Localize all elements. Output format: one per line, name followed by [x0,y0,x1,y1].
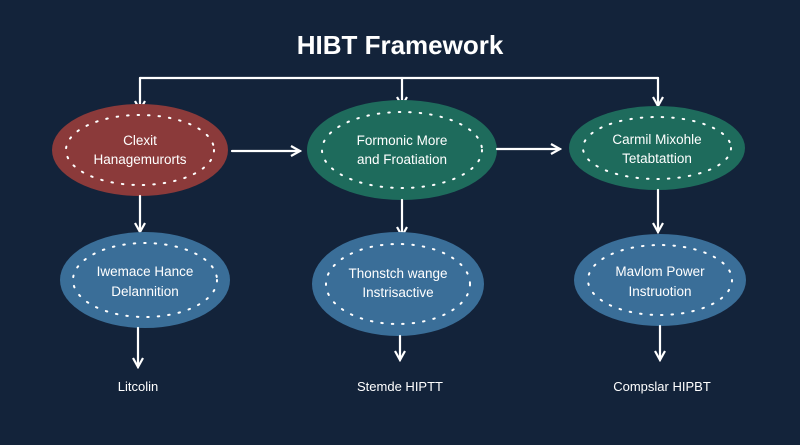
output-label-3: Compslar HIPBT [613,379,711,394]
node-label: Carmil Mixohle [612,132,701,147]
output-label-2: Stemde HIPTT [357,379,443,394]
output-label-1: Litcolin [118,379,158,394]
node-top-3: Carmil Mixohle Tetabtattion [569,106,745,190]
node-bottom-3: Mavlom Power Instruotion [574,234,746,326]
node-label: Tetabtattion [622,151,692,166]
node-label: Instruotion [628,284,691,299]
node-bottom-2: Thonstch wange Instrisactive [312,232,484,336]
node-label: Hanagemurorts [93,152,186,167]
node-label: Clexit [123,133,157,148]
node-label: Delannition [111,284,179,299]
node-label: and Froatiation [357,152,447,167]
node-top-2: Formonic More and Froatiation [307,100,497,200]
node-bottom-1: Iwemace Hance Delannition [60,232,230,328]
diagram-title: HIBT Framework [297,30,504,60]
node-label: Thonstch wange [348,266,447,281]
node-label: Instrisactive [362,285,433,300]
node-label: Formonic More [357,133,448,148]
node-label: Iwemace Hance [97,264,194,279]
node-top-1: Clexit Hanagemurorts [52,104,228,196]
node-label: Mavlom Power [615,264,705,279]
